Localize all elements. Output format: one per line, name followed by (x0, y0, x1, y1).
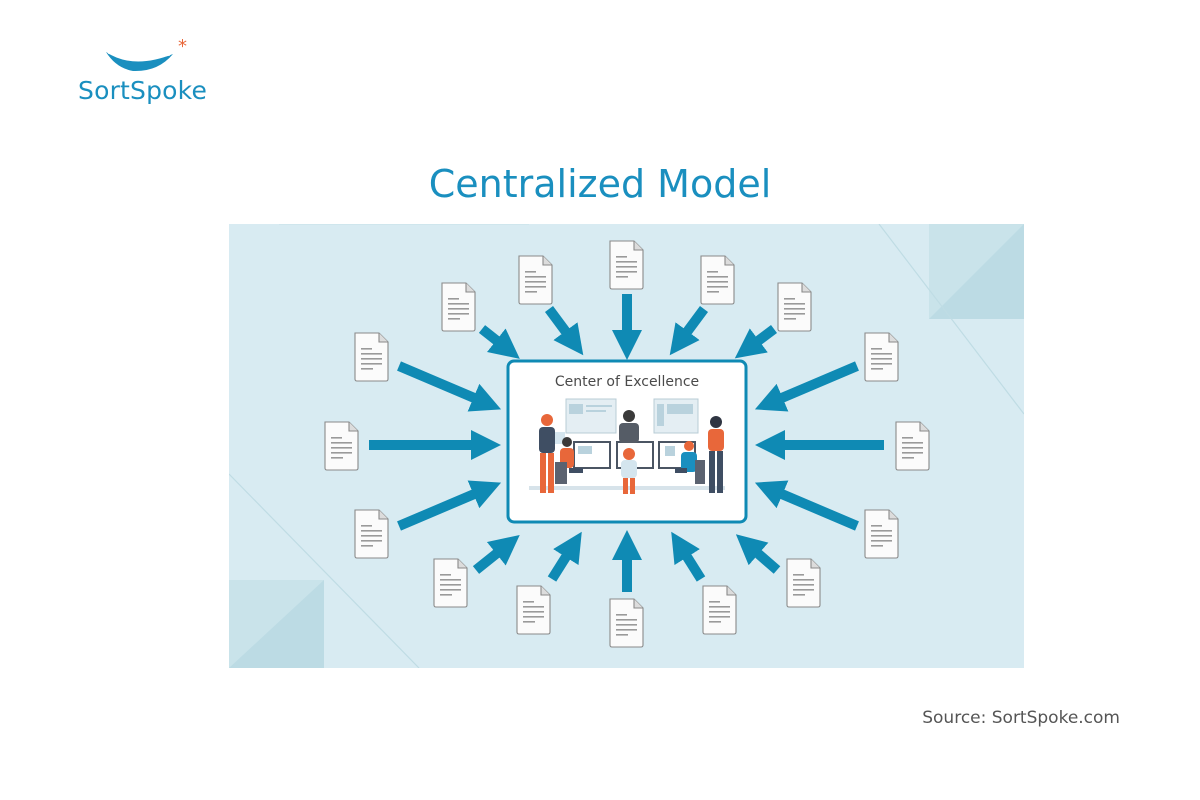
document-icon (864, 332, 899, 382)
center-of-excellence-hub: Center of Excellence (506, 359, 748, 524)
wave-logo-icon: * (106, 38, 187, 72)
logo-wordmark: SortSpoke (78, 76, 208, 105)
hub-label: Center of Excellence (555, 374, 699, 390)
document-icon (441, 282, 476, 332)
source-caption: Source: SortSpoke.com (922, 708, 1120, 728)
document-icon (864, 509, 899, 559)
document-icon (609, 240, 644, 290)
document-icon (700, 255, 735, 305)
background-shapes (229, 224, 1024, 668)
document-icon (777, 282, 812, 332)
document-icon (702, 585, 737, 635)
centralized-model-diagram: Center of Excellence (229, 224, 1024, 668)
document-icon (516, 585, 551, 635)
diagram-canvas: Center of Excellence (229, 224, 1024, 668)
document-icon (354, 509, 389, 559)
document-icon (786, 558, 821, 608)
document-icon (895, 421, 930, 471)
document-icon (433, 558, 468, 608)
sortspoke-logo: * SortSpoke (78, 38, 238, 113)
inbound-arrows (369, 294, 884, 592)
document-icon (324, 421, 359, 471)
figure-title: Centralized Model (428, 162, 772, 206)
document-icon (609, 598, 644, 648)
document-icon (354, 332, 389, 382)
document-icon (518, 255, 553, 305)
svg-text:*: * (178, 38, 187, 57)
